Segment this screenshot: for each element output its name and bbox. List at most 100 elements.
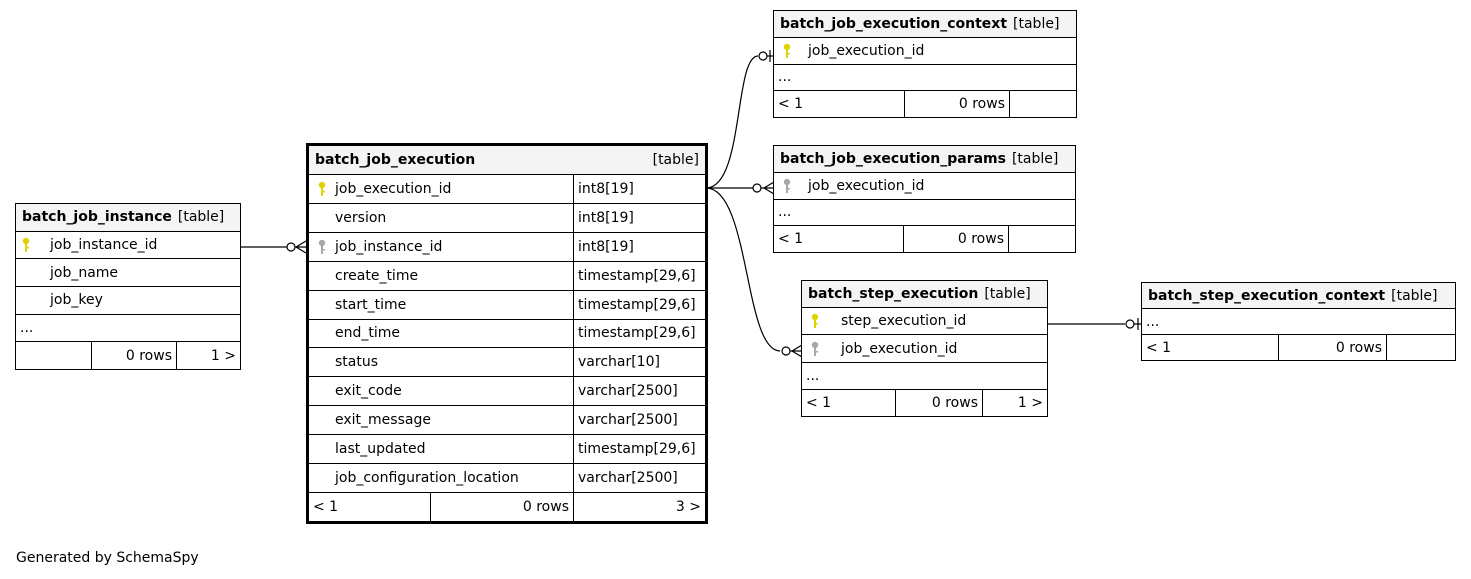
column-type: timestamp[29,6] xyxy=(573,261,705,290)
table-name: batch_job_instance xyxy=(22,209,172,226)
primary-key-icon xyxy=(309,181,335,197)
column-row: step_execution_id xyxy=(802,307,1047,334)
table-batch-step-execution[interactable]: batch_step_execution [table] step_execut… xyxy=(801,280,1048,417)
children-link[interactable]: 1 > xyxy=(982,389,1047,417)
column-name: step_execution_id xyxy=(841,313,967,330)
parents-link[interactable]: < 1 xyxy=(806,394,832,411)
column-name: last_updated xyxy=(335,441,426,458)
foreign-key-icon xyxy=(802,341,828,357)
primary-key-icon xyxy=(802,313,828,329)
foreign-key-icon xyxy=(774,178,800,194)
column-name: start_time xyxy=(335,296,407,313)
table-footer: < 1 0 rows xyxy=(774,225,1075,252)
column-name: job_name xyxy=(50,264,119,281)
column-row: status varchar[10] xyxy=(309,347,705,377)
table-batch-job-execution-params[interactable]: batch_job_execution_params [table] job_e… xyxy=(773,145,1076,253)
ellipsis: ... xyxy=(778,204,792,221)
table-kind: [table] xyxy=(1011,150,1059,167)
column-name: end_time xyxy=(335,325,401,342)
column-type: int8[19] xyxy=(573,203,705,232)
column-row: job_name xyxy=(16,258,240,286)
column-name: job_instance_id xyxy=(50,237,158,253)
column-type: timestamp[29,6] xyxy=(573,290,705,319)
row-count: 0 rows xyxy=(903,226,1008,252)
children-link xyxy=(1386,335,1455,360)
children-link xyxy=(1009,91,1076,117)
column-type: int8[19] xyxy=(573,232,705,261)
column-name: version xyxy=(335,209,387,226)
table-kind: [table] xyxy=(652,151,699,168)
ellipsis: ... xyxy=(20,320,34,337)
ellipsis: ... xyxy=(1146,313,1160,330)
parents-link[interactable]: < 1 xyxy=(778,96,804,113)
table-name: batch_step_execution xyxy=(808,286,979,303)
column-row: job_configuration_location varchar[2500] xyxy=(309,463,705,493)
more-columns-row: ... xyxy=(1142,308,1455,334)
column-type: int8[19] xyxy=(573,174,705,203)
table-footer: < 1 0 rows xyxy=(774,90,1076,117)
column-name: job_execution_id xyxy=(808,177,925,194)
row-count: 0 rows xyxy=(1278,335,1386,360)
column-type: varchar[2500] xyxy=(573,464,705,493)
column-type: timestamp[29,6] xyxy=(573,435,705,464)
column-row: start_time timestamp[29,6] xyxy=(309,289,705,319)
more-columns-row: ... xyxy=(774,198,1075,226)
column-name: job_execution_id xyxy=(841,340,958,357)
children-link[interactable]: 1 > xyxy=(176,342,240,370)
table-footer: 0 rows 1 > xyxy=(16,341,240,370)
table-kind: [table] xyxy=(177,209,225,226)
column-type: varchar[2500] xyxy=(573,377,705,406)
table-header: batch_job_execution_context [table] xyxy=(774,11,1076,37)
parents-link[interactable]: < 1 xyxy=(313,499,339,516)
table-name: batch_job_execution_context xyxy=(780,15,1008,32)
table-footer: < 1 0 rows 1 > xyxy=(802,388,1047,417)
column-name: exit_message xyxy=(335,412,431,429)
column-name: status xyxy=(335,354,379,371)
table-batch-job-execution[interactable]: batch_job_execution [table] job_executio… xyxy=(306,143,708,524)
children-link xyxy=(1008,226,1075,252)
column-type: timestamp[29,6] xyxy=(573,319,705,348)
row-count: 0 rows xyxy=(895,389,982,417)
table-batch-job-instance[interactable]: batch_job_instance [table] job_instance_… xyxy=(15,203,241,370)
column-name: exit_code xyxy=(335,383,402,400)
parents-link[interactable]: < 1 xyxy=(1146,339,1172,356)
edge-execution-to-context xyxy=(705,55,759,189)
parents-link[interactable]: < 1 xyxy=(778,231,804,248)
table-header: batch_step_execution_context [table] xyxy=(1142,283,1455,308)
more-columns-row: ... xyxy=(16,313,240,342)
table-header: batch_step_execution [table] xyxy=(802,281,1047,308)
column-name: job_execution_id xyxy=(808,42,925,59)
column-name: job_execution_id xyxy=(335,180,452,197)
column-row: exit_message varchar[2500] xyxy=(309,405,705,435)
row-count: 0 rows xyxy=(904,91,1009,117)
column-row: version int8[19] xyxy=(309,202,705,232)
more-columns-row: ... xyxy=(802,361,1047,389)
primary-key-icon xyxy=(774,43,800,59)
generated-by-text: Generated by SchemaSpy xyxy=(16,550,199,566)
column-row: end_time timestamp[29,6] xyxy=(309,318,705,348)
column-row: job_execution_id xyxy=(802,334,1047,361)
ellipsis: ... xyxy=(778,69,792,86)
column-row: job_execution_id xyxy=(774,36,1076,64)
column-row: last_updated timestamp[29,6] xyxy=(309,434,705,464)
column-row: create_time timestamp[29,6] xyxy=(309,260,705,290)
column-name: job_instance_id xyxy=(335,238,443,255)
row-count: 0 rows xyxy=(430,493,573,521)
ellipsis: ... xyxy=(806,367,820,384)
children-link[interactable]: 3 > xyxy=(573,493,705,521)
table-kind: [table] xyxy=(1391,287,1438,304)
column-type: varchar[10] xyxy=(573,348,705,377)
table-kind: [table] xyxy=(984,286,1031,303)
more-columns-row: ... xyxy=(774,63,1076,91)
table-batch-job-execution-context[interactable]: batch_job_execution_context [table] job_… xyxy=(773,10,1077,118)
column-type: varchar[2500] xyxy=(573,406,705,435)
table-name: batch_job_execution_params xyxy=(780,150,1006,167)
table-name: batch_job_execution xyxy=(315,151,476,168)
column-name: create_time xyxy=(335,267,419,284)
column-name: job_configuration_location xyxy=(335,470,519,487)
table-kind: [table] xyxy=(1013,15,1060,32)
table-header: batch_job_instance [table] xyxy=(16,204,240,231)
table-batch-step-execution-context[interactable]: batch_step_execution_context [table] ...… xyxy=(1141,282,1456,361)
column-row: job_execution_id xyxy=(774,171,1075,199)
